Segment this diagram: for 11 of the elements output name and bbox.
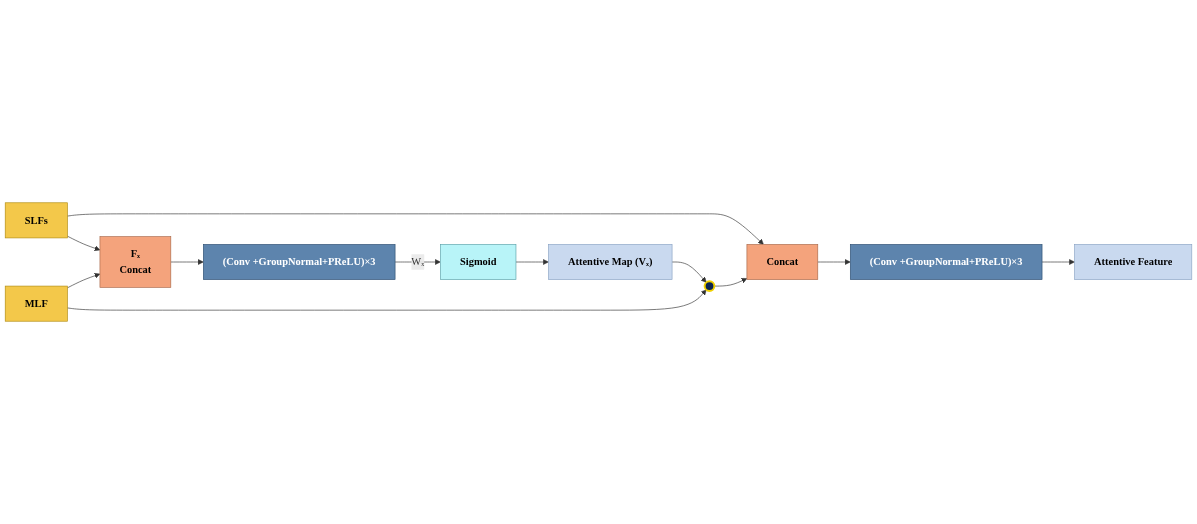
edge-label: Wₓ <box>411 256 425 268</box>
node-circle <box>703 280 716 292</box>
node-box: Concat <box>746 244 819 280</box>
node-box: Fₓ Concat <box>99 236 172 288</box>
node-box: MLF <box>4 285 68 322</box>
node-box: Attentive Feature <box>1074 244 1193 280</box>
node-box: (Conv +GroupNormal+PReLU)×3 <box>850 244 1043 280</box>
node-box: Attentive Map (Vₓ) <box>548 244 673 280</box>
node-box: (Conv +GroupNormal+PReLU)×3 <box>203 244 396 280</box>
node-box: SLFs <box>4 202 68 239</box>
node-box: Sigmoid <box>440 244 517 280</box>
